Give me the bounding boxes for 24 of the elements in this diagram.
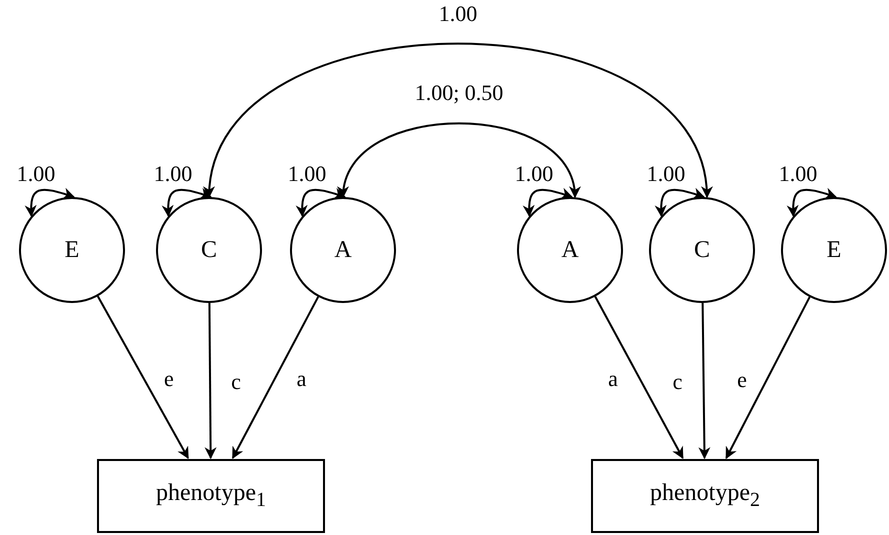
path-arrow xyxy=(698,302,710,460)
variable-name: E xyxy=(826,236,842,264)
variance-loop xyxy=(162,188,212,218)
variable-name: E xyxy=(64,236,80,264)
variance-loop xyxy=(523,188,573,218)
variance-loop xyxy=(296,188,346,218)
variance-loop xyxy=(787,188,837,218)
variable-name: phenotype$_{2}$ xyxy=(650,480,760,512)
observed-variable-box xyxy=(97,459,325,533)
path-arrow xyxy=(725,296,811,460)
variable-name: A xyxy=(334,236,352,264)
path-arrow xyxy=(96,296,189,460)
variable-name: C xyxy=(694,236,710,264)
variable-name: phenotype$_{1}$ xyxy=(156,480,266,512)
path-arrow xyxy=(204,303,217,460)
variable-name: C xyxy=(200,236,217,264)
covariance-arc xyxy=(205,42,711,198)
path-arrow xyxy=(232,296,320,460)
path-arrow xyxy=(594,296,684,460)
variance-loop xyxy=(655,188,705,218)
covariance-arc xyxy=(339,122,579,198)
observed-variable-box xyxy=(591,459,819,533)
variable-name: A xyxy=(561,236,579,264)
variance-loop xyxy=(25,188,75,218)
